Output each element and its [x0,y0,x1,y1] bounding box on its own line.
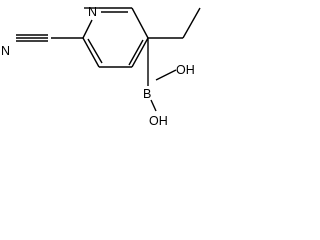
bond-boron-oh-top [155,69,177,81]
ring-nitrogen-label: N [88,5,97,19]
nitrile-nitrogen-label: N [1,44,10,58]
bond-ring-c4-c3-inner [128,39,144,66]
bond-ring-c2-c1-inner [87,38,103,64]
atom-labels: N N B OH OH [1,5,195,128]
chemical-structure-diagram: N N B OH OH [1,5,201,128]
hydroxyl-bottom-label: OH [149,114,168,128]
bonds [16,7,201,112]
bond-ring-c1-n [82,19,93,39]
hydroxyl-top-label: OH [176,63,195,77]
boron-label: B [143,87,151,101]
bond-ethyl-ch3 [182,7,201,39]
bond-ring-c4-c3 [131,37,149,68]
bond-ring-c2-c1 [82,37,100,68]
bond-boron-oh-bottom [150,99,157,112]
bond-ring-c5-c4 [131,7,149,39]
